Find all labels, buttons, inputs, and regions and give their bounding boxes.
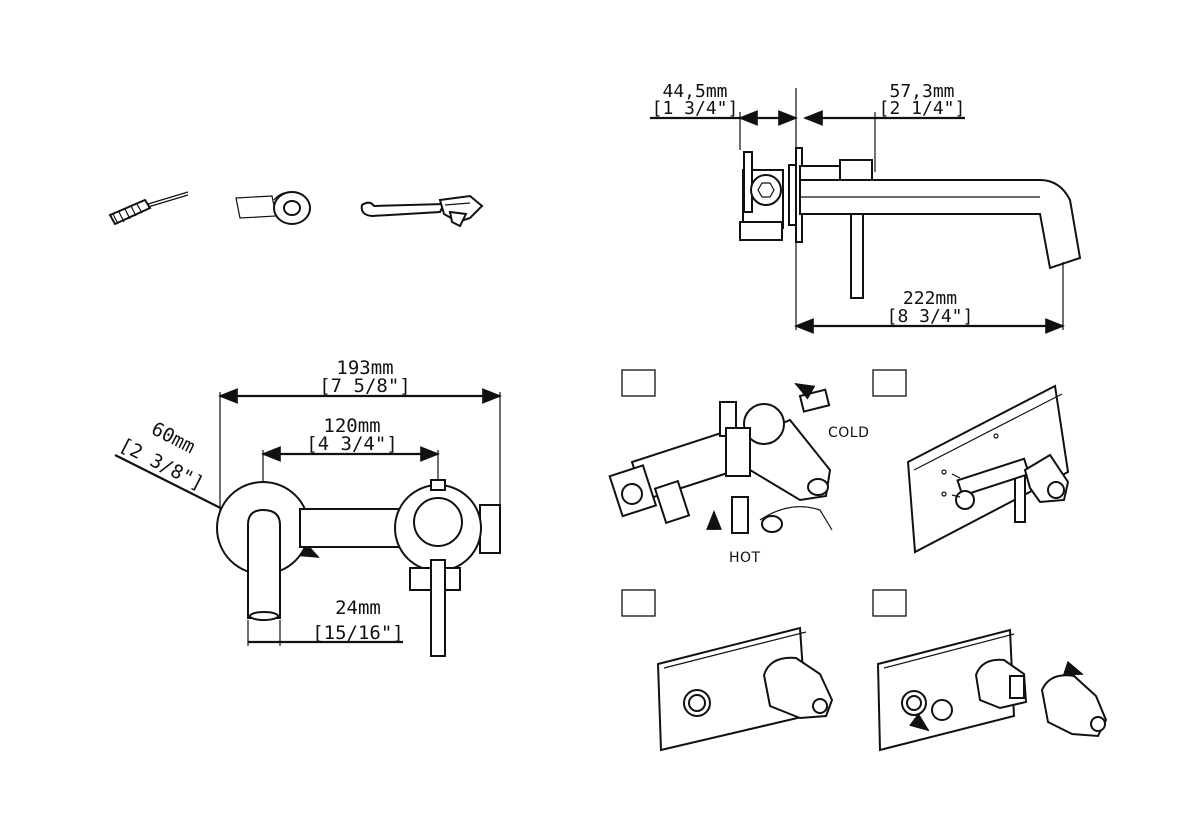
step-3-number-box: [622, 590, 655, 616]
depth-in: [1 3/4"]: [652, 98, 739, 119]
wall-distance-in: [2 1/4"]: [879, 98, 966, 119]
hot-label: HOT: [729, 550, 761, 566]
center-distance-in: [4 3/4"]: [306, 433, 398, 455]
tape-icon: [236, 192, 310, 224]
step-3-panel: [622, 590, 832, 750]
spout-width-in: [15/16"]: [312, 622, 404, 644]
spout-reach-in: [8 3/4"]: [887, 306, 974, 327]
screwdriver-icon: [110, 192, 188, 224]
tools-row: [110, 192, 482, 226]
cold-label: COLD: [828, 425, 869, 441]
step-1-number-box: [622, 370, 655, 396]
step-4-panel: [873, 590, 1106, 750]
step-2-number-box: [873, 370, 906, 396]
step-1-panel: [610, 370, 832, 533]
side-view-drawing: [650, 88, 1080, 330]
step-2-panel: [873, 370, 1068, 552]
step-4-number-box: [873, 590, 906, 616]
overall-width-in: [7 5/8"]: [319, 375, 411, 397]
spout-width-mm: 24mm: [335, 597, 381, 619]
wrench-icon: [362, 196, 482, 226]
